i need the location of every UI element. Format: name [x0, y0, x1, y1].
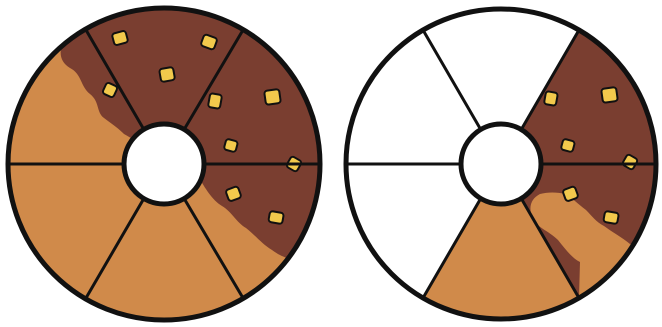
sprinkle	[264, 89, 281, 105]
donut-half-hole	[461, 124, 541, 204]
sprinkle	[561, 139, 575, 153]
donut-whole-hole	[124, 124, 204, 204]
donut-half	[346, 9, 662, 327]
sprinkle	[112, 30, 129, 45]
sprinkle	[601, 87, 618, 103]
sprinkle	[268, 211, 284, 224]
sprinkle	[603, 211, 619, 224]
sprinkle	[159, 67, 175, 82]
donut-whole	[8, 0, 340, 320]
sprinkle	[224, 139, 238, 153]
sprinkle	[208, 93, 222, 109]
sprinkle	[544, 91, 558, 106]
